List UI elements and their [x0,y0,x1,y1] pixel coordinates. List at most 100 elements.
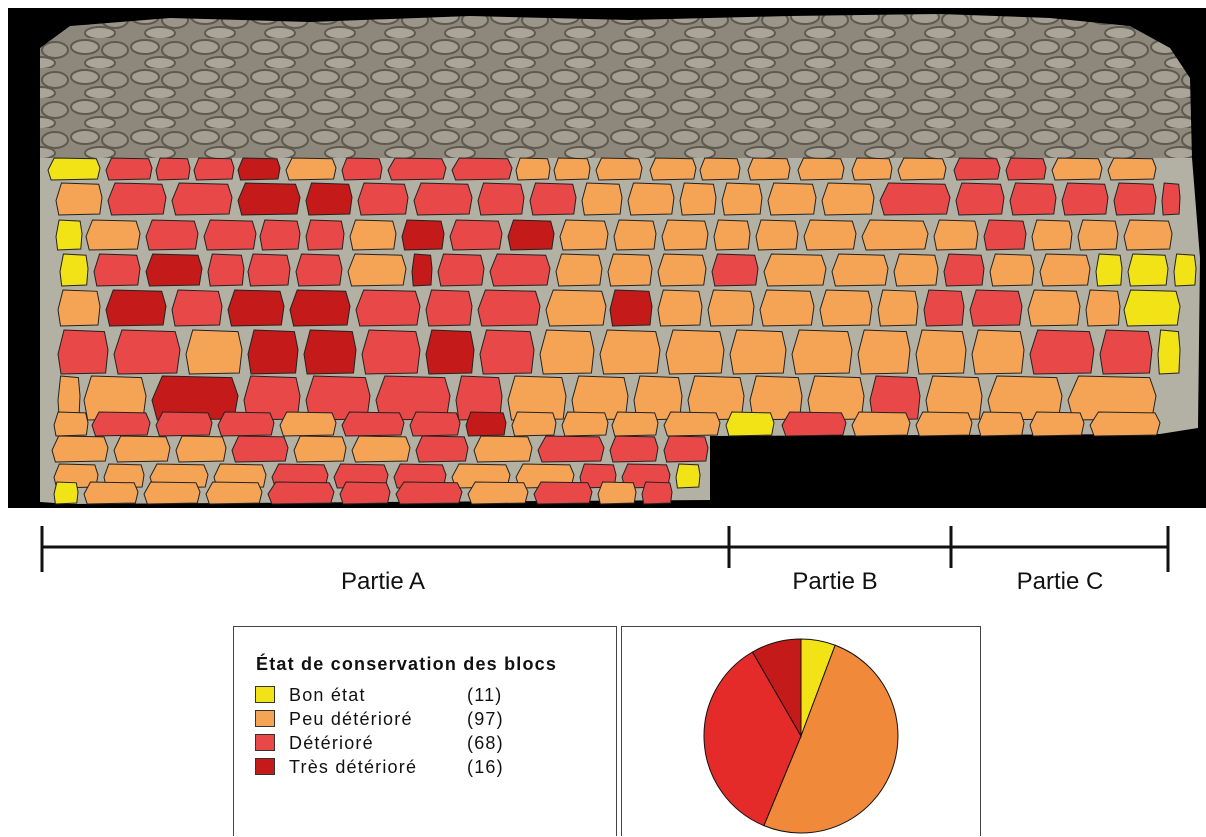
stone-block [105,289,167,327]
stone-block [821,182,875,216]
stone-block [415,435,469,463]
stone-block [303,329,357,375]
stone-block [915,329,967,375]
legend-title: État de conservation des blocs [256,654,558,674]
stone-block [831,253,889,287]
stone-block [539,329,595,375]
stone-block [537,435,605,463]
stone-block [657,289,703,327]
stone-block [57,329,109,375]
stone-block [611,411,659,437]
stone-block [869,375,921,421]
stone-block [53,411,89,437]
stone-block [613,219,657,251]
legend-label: Bon état [289,685,366,705]
legend-count: (97) [467,709,504,729]
stone-block [797,157,845,181]
stone-block [953,157,1001,181]
stone-block [113,329,181,375]
stone-block [933,219,979,251]
stone-block [411,253,433,287]
stone-block [649,157,697,181]
stone-block [665,329,725,375]
stone-block [51,435,109,463]
stone-block [943,253,985,287]
stone-block [969,289,1023,327]
stone-block [607,253,653,287]
stone-block [759,289,815,327]
stone-block [609,435,659,463]
stone-block [923,289,965,327]
stone-block [155,157,191,181]
stone-block [449,219,503,251]
stone-block [545,289,607,327]
stone-block [351,435,411,463]
stone-block [401,219,445,251]
stone-block [559,219,609,251]
stone-block [247,329,299,375]
stone-block [857,329,911,375]
stone-block [819,289,873,327]
stone-block [347,253,407,287]
stone-block [93,253,141,287]
stone-block [437,253,485,287]
legend-swatch [255,710,275,727]
legend-label: Peu détérioré [289,709,413,729]
stone-block [507,219,555,251]
stone-block [171,289,223,327]
stone-block [767,182,817,216]
stone-block [205,481,263,505]
stone-block [217,411,275,437]
stone-block [85,219,141,251]
stone-block [237,157,281,181]
stone-block [971,329,1025,375]
upper-stone-area [40,14,1192,158]
stone-block [581,182,623,216]
stone-block [627,182,675,216]
scale-label-partie-a: Partie A [340,568,426,595]
stone-block [341,411,405,437]
stone-block [259,219,301,251]
stone-block [267,481,335,505]
stone-block [145,219,199,251]
pie-slice-tres-deteriore [751,638,802,738]
legend-item-deteriore: Détérioré (68) [255,733,595,757]
scale-bar [40,526,1170,572]
stone-block [555,253,603,287]
stone-block [55,182,103,216]
stone-block [707,289,755,327]
stone-block [1113,182,1157,216]
stone-block [451,157,513,181]
stone-block [145,253,203,287]
stone-block [515,157,551,181]
stone-block [791,329,853,375]
pie-chart-panel [621,626,981,836]
stone-block [533,481,593,505]
legend: État de conservation des blocs Bon état … [233,626,617,836]
stone-block [1161,182,1181,216]
stone-block [1089,411,1161,437]
stone-block [175,435,227,463]
legend-swatch [255,734,275,751]
pie-slice-deteriore [703,651,802,827]
legend-item-peu-deteriore: Peu détérioré (97) [255,709,595,733]
wall-blocks-map [40,14,1200,505]
stone-block [641,481,673,505]
stone-block [395,481,463,505]
scale-label-partie-c: Partie C [1016,568,1104,595]
stone-block [185,329,243,375]
stone-block [59,253,89,287]
stone-block [143,481,201,505]
stone-block [477,182,525,216]
stone-block [879,182,951,216]
pie-slice-peu-deteriore [763,644,899,834]
stone-block [511,411,557,437]
stone-block [657,253,707,287]
stone-block [203,219,257,251]
stone-block [1029,411,1085,437]
stone-block [1173,253,1197,287]
stone-block [561,411,609,437]
legend-swatch [255,758,275,775]
stone-block [955,182,1005,216]
stone-block [247,253,291,287]
